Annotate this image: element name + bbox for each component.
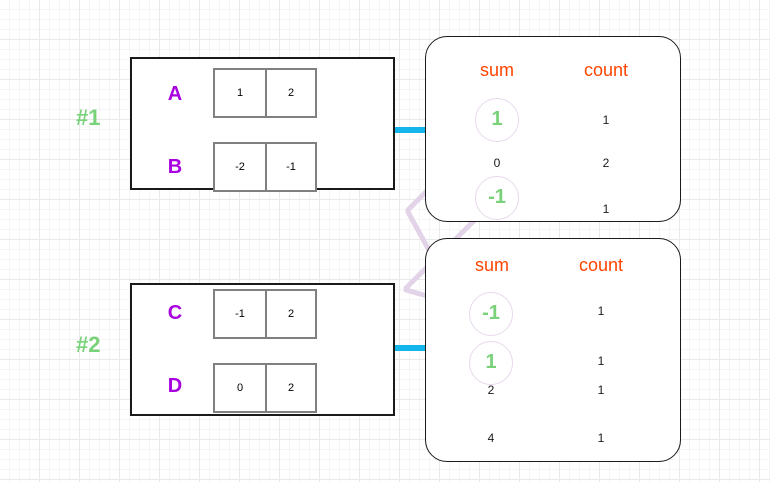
panel-1-sum-2: -1 — [488, 186, 506, 208]
group-label-2: #2 — [76, 332, 101, 357]
row-letter-c: C — [167, 302, 183, 324]
cell-d-1: 2 — [265, 365, 315, 411]
cell-a-1: 2 — [265, 70, 315, 116]
cell-c-1: 2 — [265, 291, 315, 337]
cell-pair-a: 1 2 — [213, 68, 317, 118]
panel-2-highlight-circle-neg1 — [469, 292, 513, 336]
cell-pair-d: 0 2 — [213, 363, 317, 413]
panel-1-highlight-circle-1 — [475, 98, 519, 142]
row-letter-d: D — [167, 375, 183, 397]
cell-b-1: -1 — [265, 144, 315, 190]
cell-a-0: 1 — [236, 87, 244, 99]
panel-2-highlight-circle-1 — [469, 341, 513, 385]
cell-b-0: -2 — [235, 161, 245, 173]
panel-2-sum-0: -1 — [482, 302, 500, 324]
panel-1 — [425, 36, 681, 222]
panel-1-sum-header: sum — [479, 60, 514, 80]
panel-1-count-0: 1 — [602, 113, 610, 127]
panel-1-count-2: 1 — [602, 202, 610, 216]
panel-1-sum-0: 1 — [491, 108, 503, 130]
cell-pair-b: -2 -1 — [213, 142, 317, 192]
cell-c-0: -1 — [235, 308, 245, 320]
panel-2-sum-header: sum — [474, 255, 509, 275]
panel-1-count-1: 2 — [602, 156, 610, 170]
panel-1-sum-1: 0 — [493, 156, 501, 170]
panel-2-count-header: count — [578, 255, 624, 275]
cell-pair-c: -1 2 — [213, 289, 317, 339]
panel-2-sum-2: 2 — [487, 383, 495, 397]
group-label-1: #1 — [76, 105, 101, 130]
cell-d-0: 0 — [236, 382, 244, 394]
panel-2-sum-1: 1 — [485, 351, 497, 373]
panel-2-count-0: 1 — [597, 304, 605, 318]
panel-2-count-1: 1 — [597, 354, 605, 368]
panel-2 — [425, 238, 681, 462]
panel-2-count-2: 1 — [597, 383, 605, 397]
panel-2-count-3: 1 — [597, 431, 605, 445]
panel-2-sum-3: 4 — [487, 431, 495, 445]
row-letter-b: B — [167, 156, 183, 178]
panel-1-highlight-circle-neg1 — [475, 176, 519, 220]
panel-1-count-header: count — [583, 60, 629, 80]
row-letter-a: A — [167, 83, 183, 105]
